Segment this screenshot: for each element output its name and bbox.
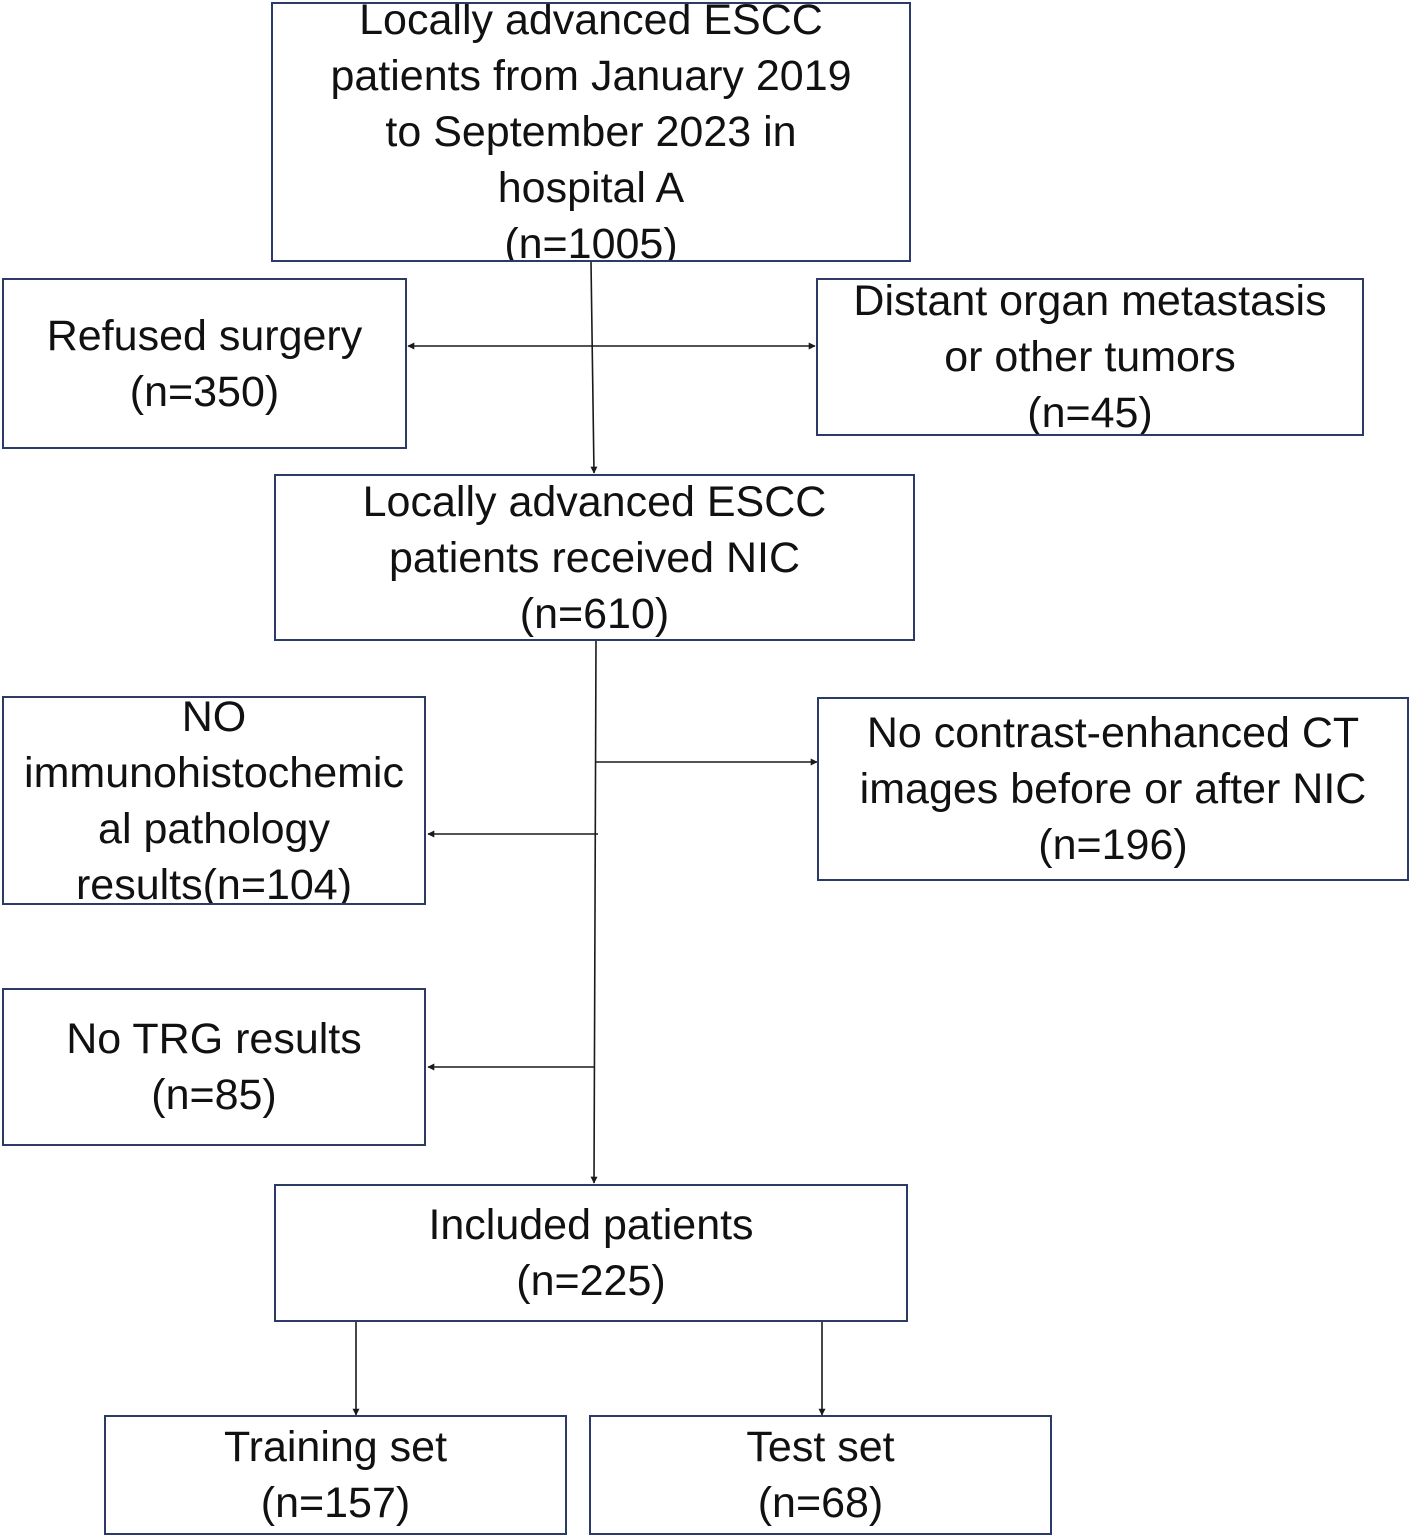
- box-refused-surgery: Refused surgery (n=350): [2, 278, 407, 449]
- arrow-initial-to-nic: [590, 261, 598, 474]
- box-no-ct: No contrast-enhanced CT images before or…: [817, 697, 1409, 881]
- box-no-trg-text: No TRG results (n=85): [66, 1015, 362, 1119]
- box-initial-cohort-text: Locally advanced ESCC patients from Janu…: [330, 2, 852, 262]
- box-distant-metastasis: Distant organ metastasis or other tumors…: [816, 278, 1364, 436]
- arrow-nic-to-included: [590, 639, 598, 1184]
- box-training-set: Training set (n=157): [104, 1415, 567, 1535]
- box-no-ct-text: No contrast-enhanced CT images before or…: [859, 709, 1367, 869]
- box-refused-surgery-text: Refused surgery (n=350): [46, 311, 363, 416]
- box-distant-metastasis-text: Distant organ metastasis or other tumors…: [853, 278, 1327, 436]
- box-no-trg: No TRG results (n=85): [2, 988, 426, 1146]
- box-initial-cohort: Locally advanced ESCC patients from Janu…: [271, 2, 911, 262]
- box-test-set-text: Test set (n=68): [746, 1423, 895, 1527]
- box-received-nic: Locally advanced ESCC patients received …: [274, 474, 915, 641]
- box-test-set: Test set (n=68): [589, 1415, 1052, 1535]
- box-included: Included patients (n=225): [274, 1184, 908, 1322]
- box-training-set-text: Training set (n=157): [223, 1423, 448, 1527]
- box-no-ihc-text: NO immunohistochemic al pathology result…: [24, 696, 404, 905]
- box-received-nic-text: Locally advanced ESCC patients received …: [362, 477, 827, 638]
- box-included-text: Included patients (n=225): [428, 1201, 754, 1305]
- box-no-ihc: NO immunohistochemic al pathology result…: [2, 696, 426, 905]
